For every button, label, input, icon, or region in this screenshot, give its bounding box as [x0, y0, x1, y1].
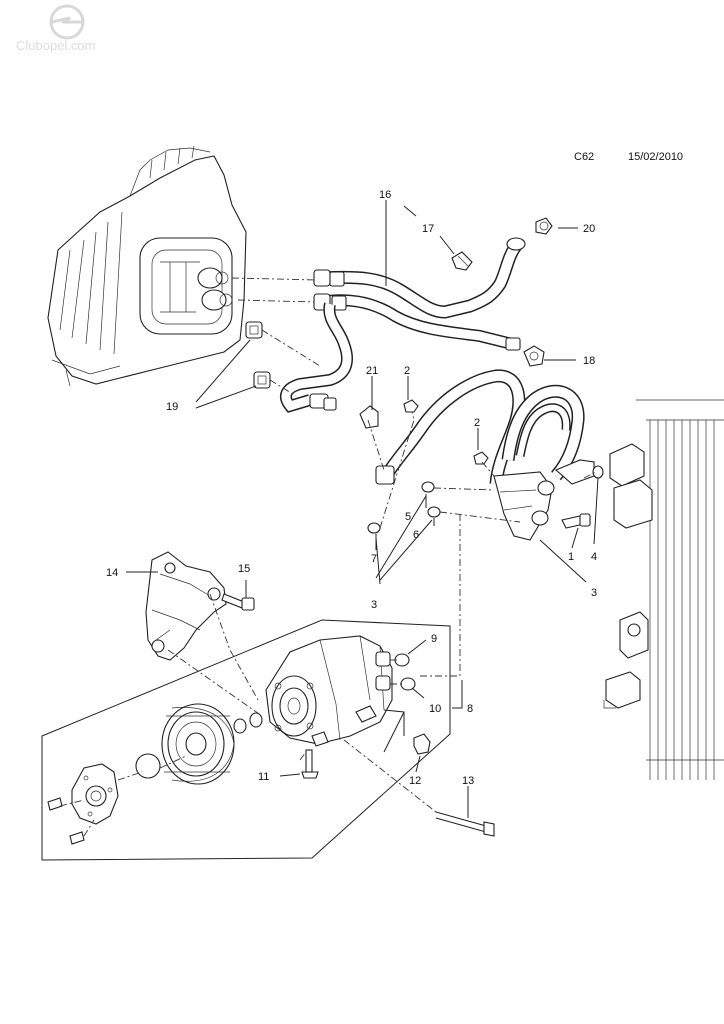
seal-ring-5 — [421, 481, 435, 493]
clip-19-upper — [245, 321, 263, 339]
callout-4: 4 — [591, 551, 597, 563]
callout-13: 13 — [462, 775, 474, 787]
callout-6: 6 — [413, 529, 419, 541]
diagram-code: C62 — [574, 151, 594, 163]
hose-assembly-3 — [375, 369, 595, 541]
seal-ring-4 — [592, 465, 604, 479]
seal-ring-6 — [427, 506, 441, 518]
seal-ring-7 — [367, 522, 381, 534]
callout-9: 9 — [431, 633, 437, 645]
bolt-15 — [221, 593, 255, 611]
compressor-group-frame — [41, 619, 451, 861]
callout-20: 20 — [583, 223, 595, 235]
nut-2-lower — [473, 451, 489, 465]
watermark-logo: Clubopel.com — [16, 4, 96, 53]
callout-1: 1 — [568, 551, 574, 563]
hub-screw-lower — [69, 831, 85, 845]
callout-7: 7 — [371, 553, 377, 565]
pulley — [161, 703, 235, 785]
clip-19-lower — [253, 371, 271, 389]
callout-14: 14 — [106, 567, 118, 579]
bolt-13 — [435, 811, 495, 837]
nut-2-upper — [403, 399, 419, 413]
callout-11: 11 — [258, 771, 269, 783]
callout-15: 15 — [238, 563, 250, 575]
bolt-1 — [561, 513, 591, 529]
hvac-housing — [47, 145, 247, 387]
diagram-date: 15/02/2010 — [628, 151, 683, 163]
bracket-21 — [359, 405, 379, 429]
spacer-ring — [249, 712, 263, 728]
callouts: 16 17 20 18 21 2 2 19 5 6 7 3 1 4 3 14 1… — [106, 189, 597, 787]
callout-12: 12 — [409, 775, 421, 787]
callout-5: 5 — [405, 511, 411, 523]
leader-lines — [126, 200, 599, 818]
callout-19: 19 — [166, 401, 178, 413]
clip-20 — [535, 217, 553, 235]
compressor — [265, 635, 393, 747]
watermark-text: Clubopel.com — [16, 38, 96, 53]
condenser — [603, 399, 724, 780]
callout-16: 16 — [379, 189, 391, 201]
hub-screw-upper — [47, 797, 63, 811]
clip-18 — [523, 345, 545, 367]
clip-17 — [451, 251, 473, 271]
plug-12 — [413, 733, 431, 755]
bolt-11 — [301, 749, 319, 779]
compressor-bracket-14 — [145, 551, 227, 661]
seal-ring-9 — [394, 653, 410, 667]
callout-21: 21 — [366, 365, 378, 377]
callout-17: 17 — [422, 223, 434, 235]
snap-ring-large — [135, 753, 161, 779]
snap-ring-small — [233, 718, 247, 734]
callout-10: 10 — [429, 703, 441, 715]
callout-2-lower: 2 — [474, 417, 480, 429]
callout-3-right: 3 — [591, 587, 597, 599]
callout-3-left: 3 — [371, 599, 377, 611]
callout-8: 8 — [467, 703, 473, 715]
callout-18: 18 — [583, 355, 595, 367]
clutch-hub — [71, 763, 119, 825]
callout-2-upper: 2 — [404, 365, 410, 377]
hose-assembly-16 — [279, 237, 526, 413]
